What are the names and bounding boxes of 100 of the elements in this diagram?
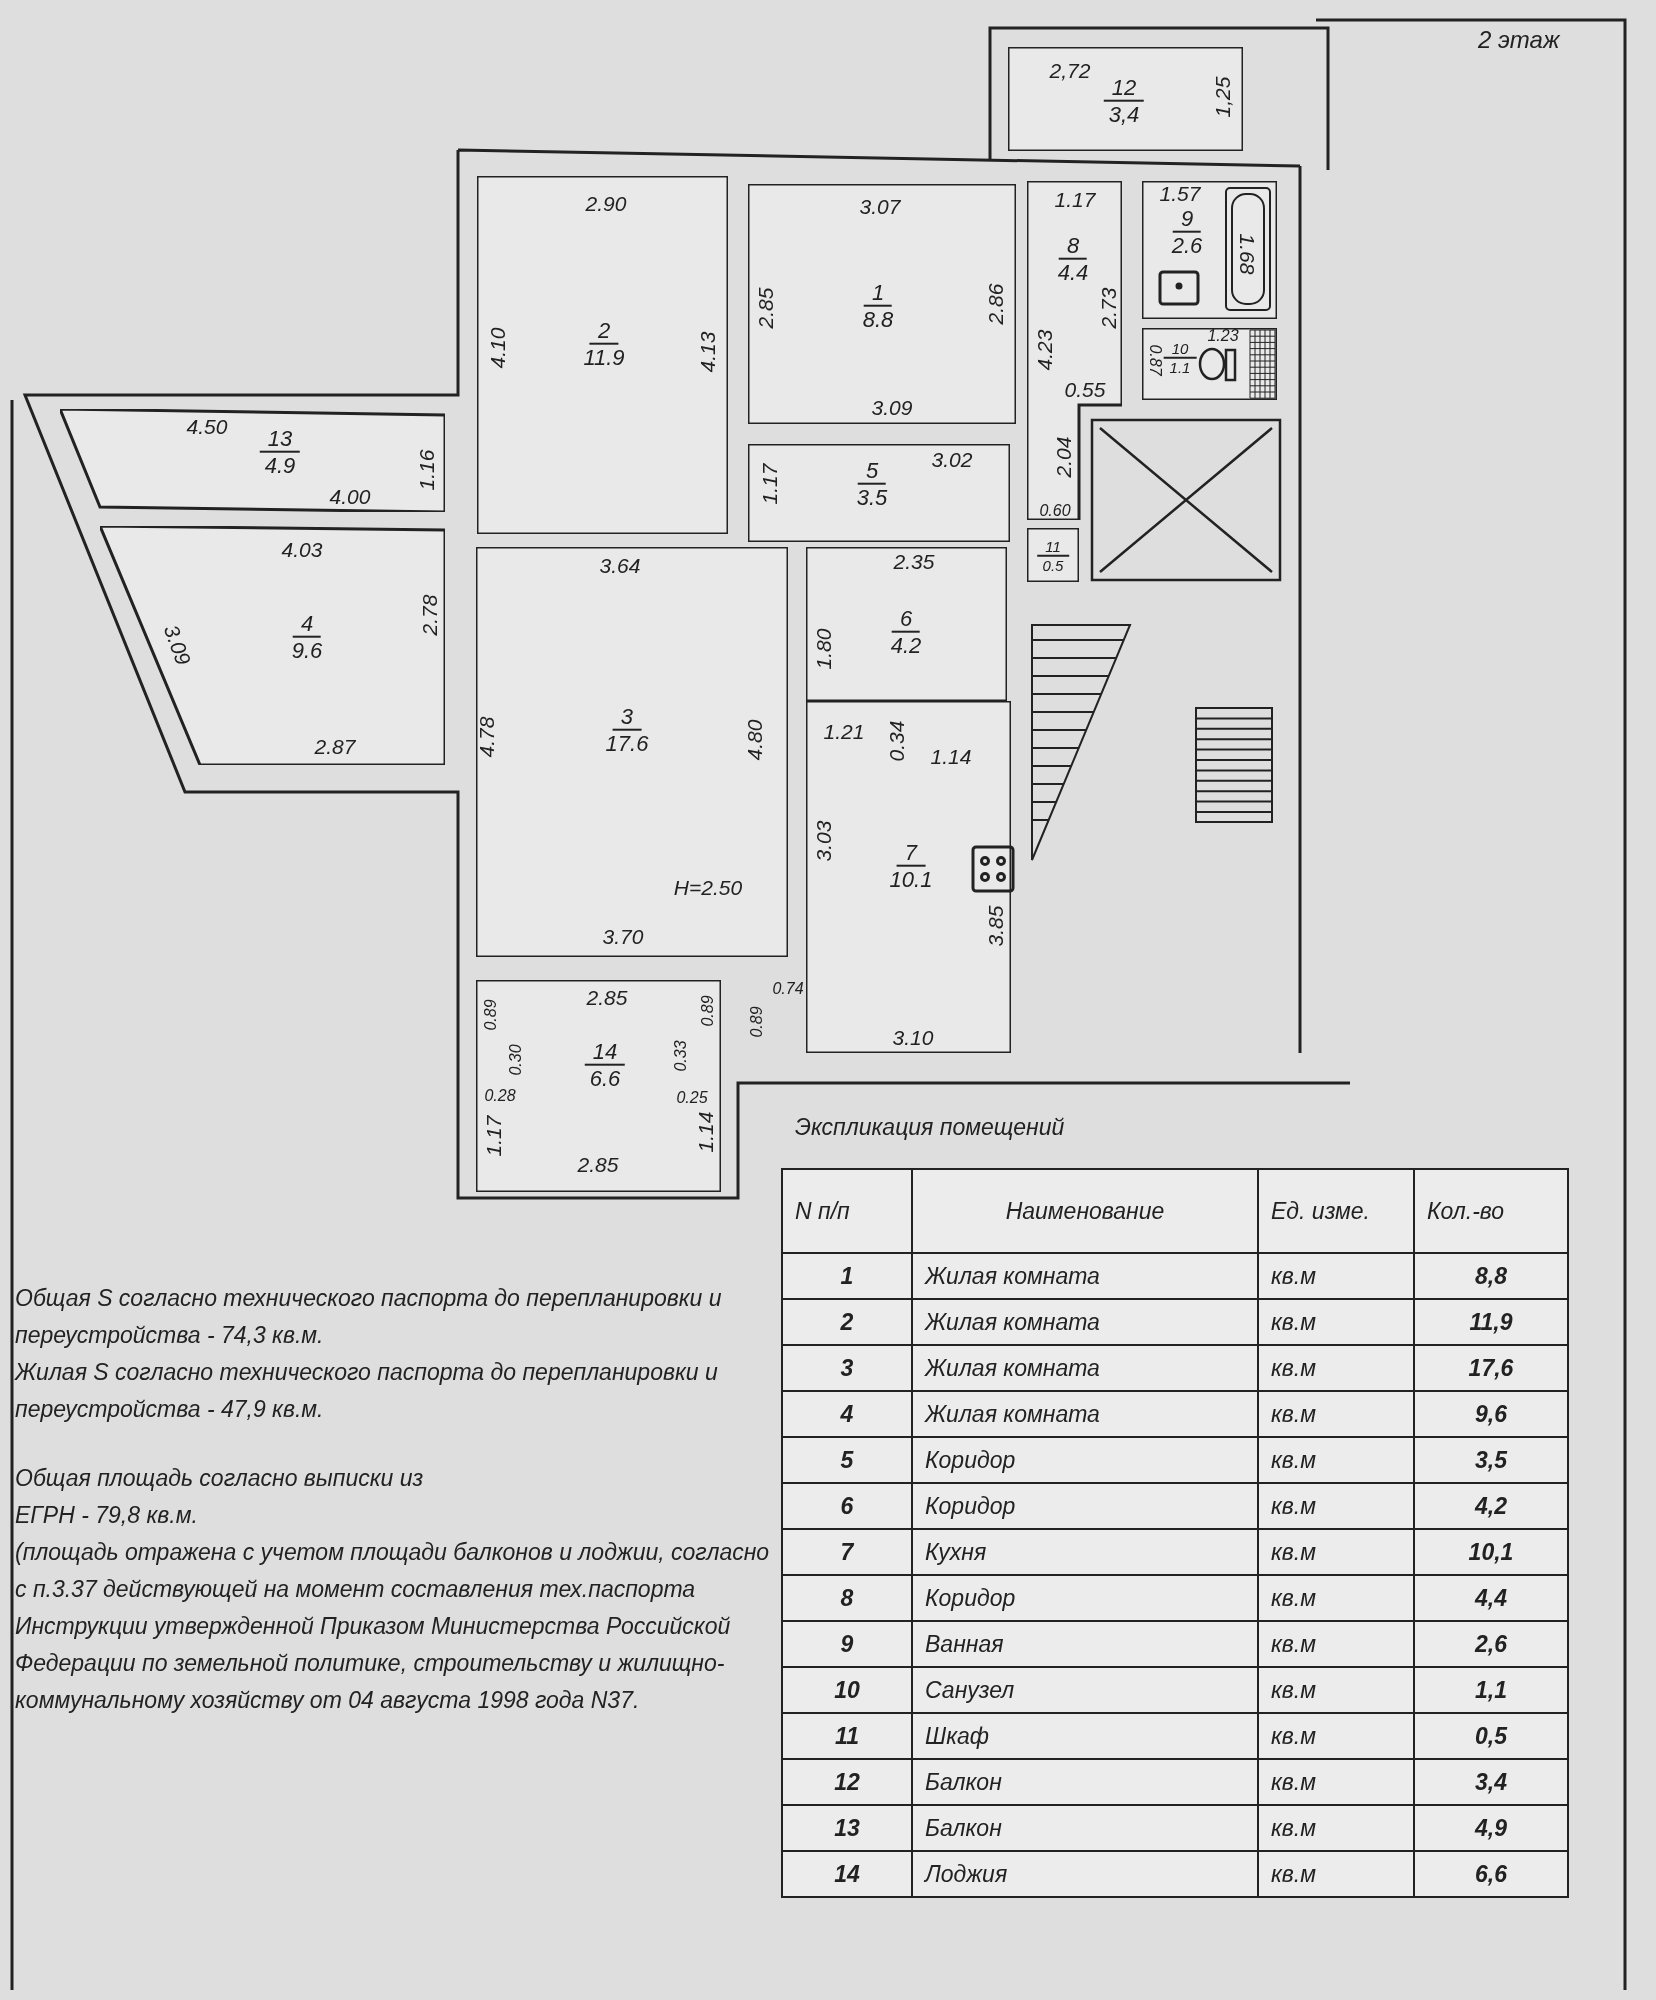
room-floor xyxy=(1008,47,1243,151)
room-area: 4.2 xyxy=(890,633,922,659)
room-floor xyxy=(1027,528,1079,582)
table-cell: Балкон xyxy=(912,1759,1258,1805)
table-cell: 11,9 xyxy=(1414,1299,1568,1345)
dimension-label: 0.28 xyxy=(484,1087,516,1105)
room-number: 3 xyxy=(612,703,642,731)
room-number: 13 xyxy=(259,425,301,453)
dimension-label: 1.17 xyxy=(482,1115,506,1157)
table-cell: Жилая комната xyxy=(912,1391,1258,1437)
table-cell: кв.м xyxy=(1258,1299,1414,1345)
note-text: (площадь отражена с учетом площади балконов и лоджии, согласно с п.3.37 действующей на момент составления тех.паспорта Инструкции утвержденной Приказом Министерства Российской Федерации по земельной политике, строительству и жилищно-коммунальному хозяйству от 04 августа 1998 года N37. xyxy=(15,1538,771,1715)
note-text: Общая площадь согласно выписки из ЕГРН - 79,8 кв.м. xyxy=(15,1464,425,1530)
table-cell: 12 xyxy=(782,1759,912,1805)
table-cell: 3,4 xyxy=(1414,1759,1568,1805)
table-cell: 2 xyxy=(782,1299,912,1345)
dimension-label: 2.78 xyxy=(418,594,442,636)
room-floor xyxy=(60,409,445,512)
table-cell: Лоджия xyxy=(912,1851,1258,1897)
table-cell: 17,6 xyxy=(1414,1345,1568,1391)
dimension-label: 2.87 xyxy=(314,735,356,759)
dimension-label: 4.03 xyxy=(281,538,323,562)
table-cell: 11 xyxy=(782,1713,912,1759)
table-cell: кв.м xyxy=(1258,1713,1414,1759)
room-number: 8 xyxy=(1058,232,1088,260)
dimension-label: 1.57 xyxy=(1159,182,1201,206)
note-text: Жилая S согласно технического паспорта до перепланировки и переустройства - 47,9 кв.м. xyxy=(15,1358,719,1424)
dimension-label: 0.89 xyxy=(699,995,717,1027)
table-cell: кв.м xyxy=(1258,1667,1414,1713)
room-number: 7 xyxy=(896,839,926,867)
dimension-label: 1.14 xyxy=(694,1111,718,1153)
room-number: 12 xyxy=(1103,74,1145,102)
table-cell: кв.м xyxy=(1258,1253,1414,1299)
dimension-label: 3.07 xyxy=(859,195,901,219)
table-cell: 2,6 xyxy=(1414,1621,1568,1667)
table-cell: 7 xyxy=(782,1529,912,1575)
table-cell: Коридор xyxy=(912,1483,1258,1529)
room-area: 4.9 xyxy=(264,453,296,479)
table-cell: 4 xyxy=(782,1391,912,1437)
dimension-label: 2.73 xyxy=(1097,287,1121,329)
room-area: 3.5 xyxy=(856,485,888,511)
dimension-label: 1.17 xyxy=(1054,188,1096,212)
dimension-label: 3.02 xyxy=(931,448,973,472)
table-cell: кв.м xyxy=(1258,1759,1414,1805)
dimension-label: 4.10 xyxy=(486,327,510,369)
dimension-label: 2.35 xyxy=(893,550,935,574)
room-area: 11.9 xyxy=(583,345,625,371)
room-floor xyxy=(748,184,1016,424)
dimension-label: 4.50 xyxy=(186,415,228,439)
dimension-label: 2.85 xyxy=(754,287,778,329)
table-cell: Санузел xyxy=(912,1667,1258,1713)
dimension-label: 1.14 xyxy=(930,745,972,769)
room-area: 3,4 xyxy=(1108,102,1140,128)
dimension-label: 0.25 xyxy=(676,1089,708,1107)
table-cell: Ванная xyxy=(912,1621,1258,1667)
table-cell: Ед. изме. xyxy=(1258,1169,1414,1253)
table-cell: 10,1 xyxy=(1414,1529,1568,1575)
table-cell: 4,2 xyxy=(1414,1483,1568,1529)
room-floor xyxy=(477,176,728,534)
table-cell: 1,1 xyxy=(1414,1667,1568,1713)
dimension-label: 3.03 xyxy=(812,820,836,862)
room-number: 5 xyxy=(857,457,887,485)
table-cell: Кол.-во xyxy=(1414,1169,1568,1253)
dimension-label: 4.13 xyxy=(696,331,720,373)
room-area: 9.6 xyxy=(291,638,323,664)
dimension-label: H=2.50 xyxy=(673,876,743,900)
table-cell: 6 xyxy=(782,1483,912,1529)
table-cell: 3 xyxy=(782,1345,912,1391)
note-text: Общая S согласно технического паспорта до перепланировки и переустройства - 74,3 кв.м. xyxy=(15,1284,723,1350)
dimension-label: 3.09 xyxy=(158,621,196,669)
table-cell: Наименование xyxy=(912,1169,1258,1253)
room-number: 4 xyxy=(292,610,322,638)
table-cell: Коридор xyxy=(912,1575,1258,1621)
room-area: 4.4 xyxy=(1057,260,1089,286)
room-area: 6.6 xyxy=(589,1066,621,1092)
table-cell: Жилая комната xyxy=(912,1253,1258,1299)
room-number: 14 xyxy=(584,1038,626,1066)
room-floor xyxy=(476,547,788,957)
table-cell: кв.м xyxy=(1258,1345,1414,1391)
table-cell: кв.м xyxy=(1258,1437,1414,1483)
table-cell: кв.м xyxy=(1258,1483,1414,1529)
dimension-label: 1.21 xyxy=(823,720,865,744)
table-cell: Жилая комната xyxy=(912,1345,1258,1391)
dimension-label: 0.34 xyxy=(885,720,909,762)
dimension-label: 3.10 xyxy=(892,1026,934,1050)
room-floor xyxy=(476,980,721,1192)
table-cell: 13 xyxy=(782,1805,912,1851)
table-cell: 3,5 xyxy=(1414,1437,1568,1483)
room-floor xyxy=(1027,181,1122,520)
dimension-label: 1,25 xyxy=(1211,76,1235,118)
table-cell: кв.м xyxy=(1258,1805,1414,1851)
table-cell: 4,4 xyxy=(1414,1575,1568,1621)
dimension-label: 0.89 xyxy=(482,999,500,1031)
table-cell: 4,9 xyxy=(1414,1805,1568,1851)
table-cell: кв.м xyxy=(1258,1529,1414,1575)
dimension-label: 1.80 xyxy=(812,628,836,670)
dimension-label: 3.85 xyxy=(984,905,1008,947)
dimension-label: 0.89 xyxy=(748,1006,766,1038)
dimension-label: 4.00 xyxy=(329,485,371,509)
dimension-label: 1.17 xyxy=(758,463,782,505)
